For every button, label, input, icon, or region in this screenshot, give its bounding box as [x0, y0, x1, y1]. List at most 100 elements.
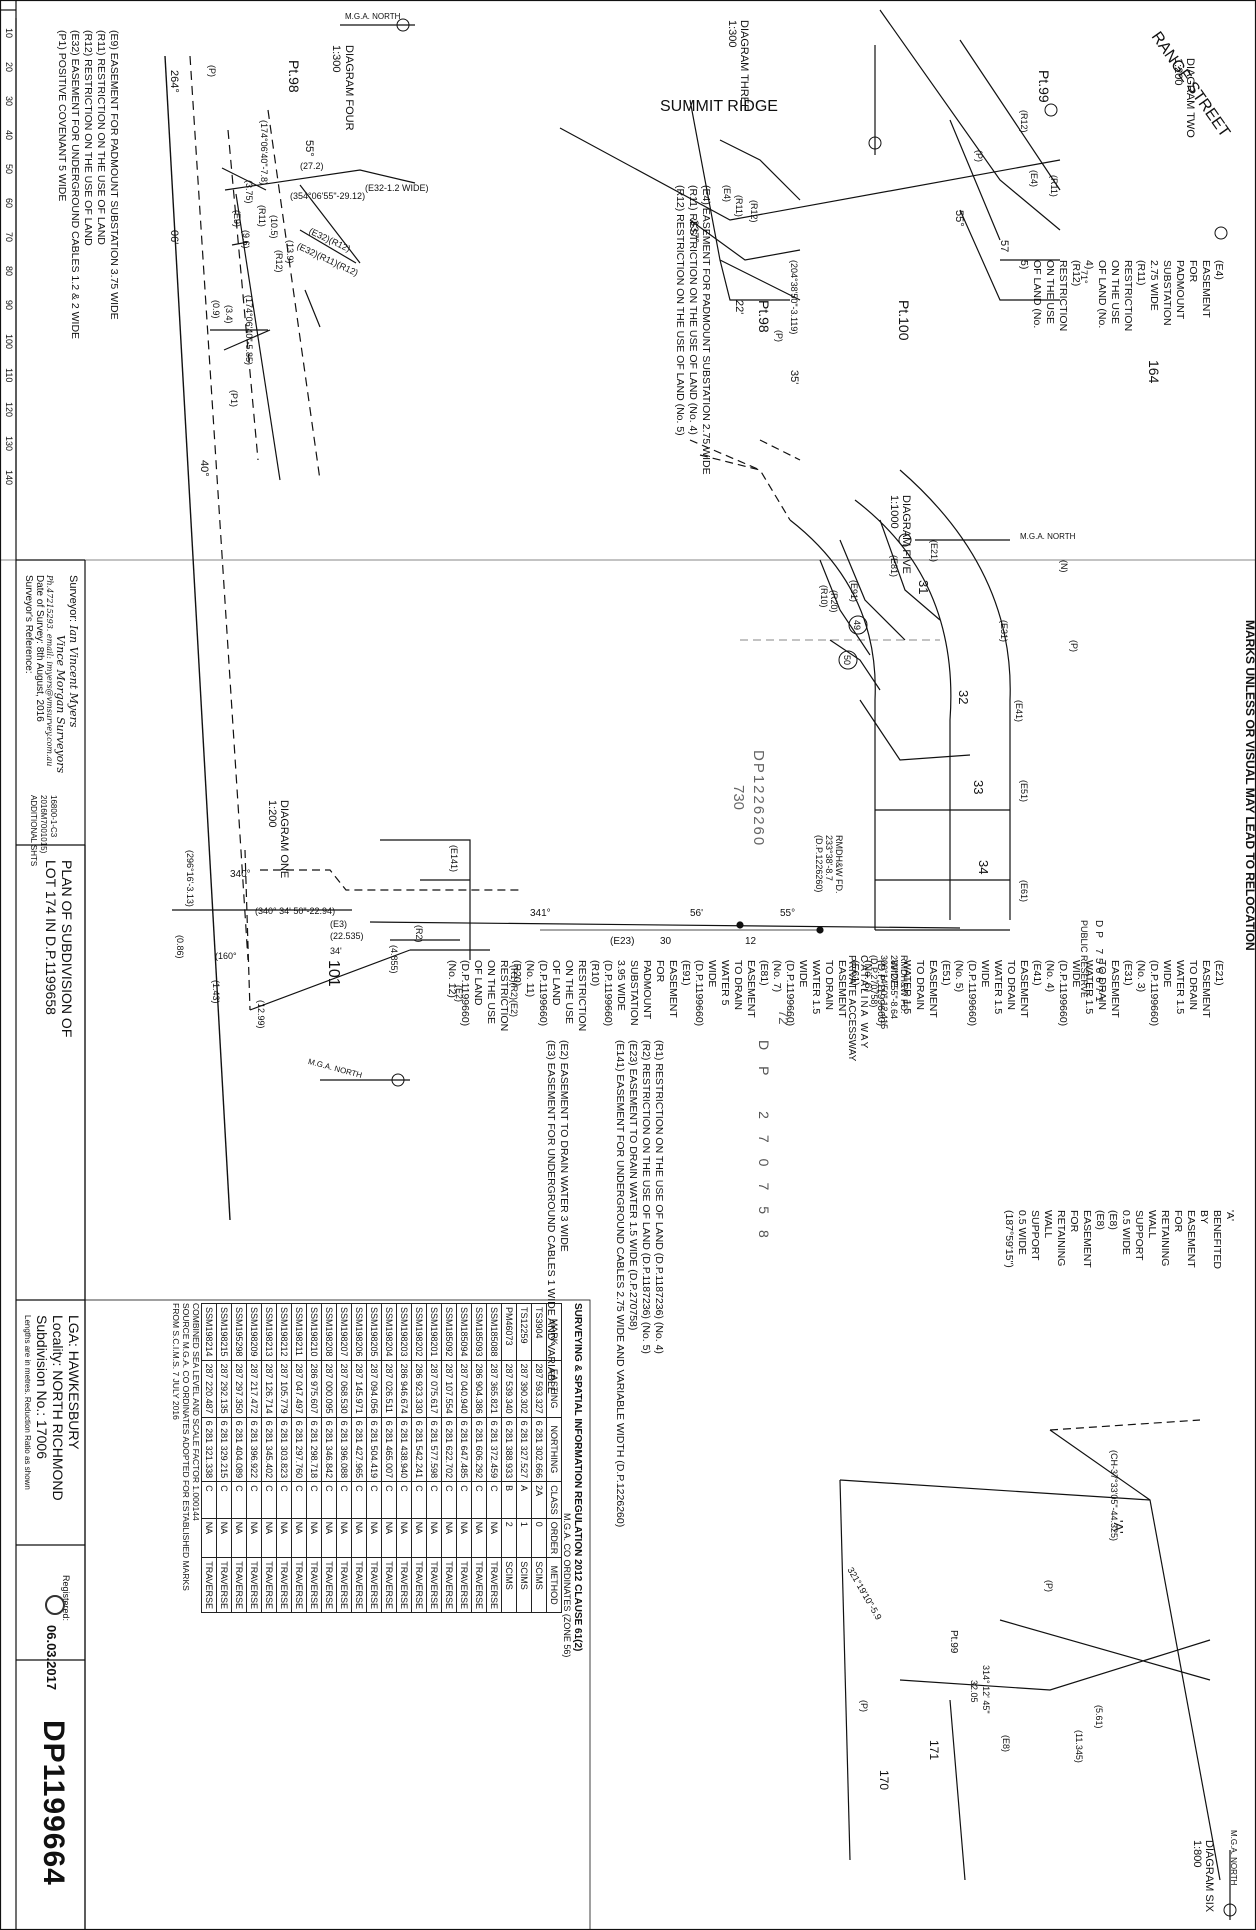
note: (R2) RESTRICTION ON THE USE OF LAND (D.P…	[640, 1040, 652, 1354]
table-cell: NA	[216, 1518, 232, 1558]
table-cell: SSM198205	[366, 1303, 382, 1361]
survey-table-heading: SURVEYING & SPATIAL INFORMATION REGULATI…	[572, 1303, 583, 1652]
street-summit-ridge: SUMMIT RIDGE	[660, 98, 778, 115]
table-cell: NA	[321, 1518, 337, 1558]
d3-r11: (R11)	[734, 195, 744, 217]
scale-tick-label: 30	[4, 96, 14, 107]
table-cell: 6 281 396.088	[336, 1417, 352, 1482]
table-cell: C	[351, 1481, 367, 1519]
table-cell: SSM198213	[261, 1303, 277, 1361]
table-cell: NA	[471, 1518, 487, 1558]
d1-34: 34'	[330, 946, 342, 956]
table-cell: 286 975.607	[306, 1360, 322, 1418]
dim-d4-1: (174°06'40"-7.8)	[259, 120, 269, 186]
table-cell: TRAVERSE	[336, 1557, 352, 1613]
table-cell: C	[381, 1481, 397, 1519]
table-cell: 6 281 303.823	[276, 1417, 292, 1482]
table-cell: C	[246, 1481, 262, 1519]
col-easting: EASTING	[546, 1360, 562, 1418]
d1-e2: (E2)	[454, 985, 464, 1003]
dim-40: 40°	[198, 460, 210, 477]
table-cell: 287 390.302	[516, 1360, 532, 1418]
d3-35: 35'	[788, 370, 800, 385]
note: (E31) EASEMENT TO DRAIN WATER 1.5 WIDE (…	[1044, 960, 1134, 1027]
diagram-six-label: DIAGRAM SIX	[1203, 1840, 1215, 1913]
notes-diagram-three: (E4) EASEMENT FOR PADMOUNT SUBSTATION 2.…	[673, 185, 712, 475]
table-cell: SCIMS	[531, 1557, 547, 1613]
table-cell: NA	[276, 1518, 292, 1558]
seal-icon	[45, 1595, 65, 1615]
table-cell: NA	[246, 1518, 262, 1558]
table-cell: 287 047.497	[291, 1360, 307, 1418]
table-cell: 6 281 577.598	[426, 1417, 442, 1482]
d2-r12: (R12)	[1019, 110, 1029, 133]
d6-p2: (P)	[859, 1700, 869, 1712]
dim-d4-3.4: (3.4)	[224, 305, 234, 324]
table-cell: TRAVERSE	[426, 1557, 442, 1613]
table-cell: C	[426, 1481, 442, 1519]
table-cell: NA	[231, 1518, 247, 1558]
note: (R12) RESTRICTION ON THE USE OF LAND (No…	[674, 185, 686, 436]
survey-table-subheading: M.G.A. CO ORDINATES (ZONE 56)	[562, 1513, 572, 1658]
mga-north-label: M.G.A. NORTH	[345, 12, 401, 21]
dp-72: 72	[776, 1010, 791, 1025]
note: (R10) RESTRICTION ON THE USE OF LAND (D.…	[524, 960, 601, 1032]
note: (E81) EASEMENT TO DRAIN WATER 5 WIDE (D.…	[693, 960, 770, 1027]
d2-p: (P)	[974, 150, 984, 162]
mga-north-d6: M.G.A. NORTH	[1229, 1830, 1238, 1886]
d5-31: 31	[916, 580, 931, 595]
lot-pt99-d6: Pt.99	[948, 1630, 959, 1654]
table-cell: TRAVERSE	[291, 1557, 307, 1613]
lot-101: 101	[325, 960, 342, 987]
table-cell: 6 281 404.089	[231, 1417, 247, 1482]
table-cell: SCIMS	[516, 1557, 532, 1613]
table-cell: 6 281 396.922	[246, 1417, 262, 1482]
table-cell: 287 105.779	[276, 1360, 292, 1418]
table-cell: 287 075.617	[426, 1360, 442, 1418]
table-cell: NA	[306, 1518, 322, 1558]
rmd-3: (D.P.1226260)	[814, 835, 824, 893]
col-method: METHOD	[546, 1557, 562, 1613]
table-cell: 287 068.530	[336, 1360, 352, 1418]
table-cell: NA	[381, 1518, 397, 1558]
lot-pt98-d3: Pt.98	[756, 300, 772, 333]
table-cell: SSM198211	[291, 1303, 307, 1361]
d3-r12: (R12)	[749, 200, 759, 223]
dim-d4-p1: (P1)	[229, 390, 239, 408]
table-cell: 286 923.330	[411, 1360, 427, 1418]
dim-d4-e32: (E32-1.2 WIDE)	[365, 183, 429, 193]
dp-270758: DP 270758	[756, 1040, 772, 1254]
table-cell: TRAVERSE	[201, 1557, 217, 1613]
note: (R11) RESTRICTION ON THE USE OF LAND	[95, 30, 107, 245]
d6-e8: (E8)	[1001, 1735, 1011, 1753]
table-cell: 2	[501, 1518, 517, 1558]
d1-341: 341°	[530, 908, 551, 919]
surveyor-label: Surveyor:	[67, 575, 79, 623]
table-cell: NA	[441, 1518, 457, 1558]
street-catalina: CATALINA WAY	[858, 955, 869, 1051]
table-cell: NA	[456, 1518, 472, 1558]
table-cell: 6 281 345.402	[261, 1417, 277, 1482]
note: (E91) EASEMENT FOR PADMOUNT SUBSTATION 3…	[602, 960, 692, 1027]
d1-r2: (R2)	[414, 925, 424, 943]
table-cell: C	[471, 1481, 487, 1519]
col-mark: MARK	[546, 1303, 562, 1361]
table-cell: TRAVERSE	[381, 1557, 397, 1613]
table-cell: NA	[486, 1518, 502, 1558]
table-cell: 287 040.940	[456, 1360, 472, 1418]
subdivision-no: Subdivision No.: 17006	[34, 1315, 50, 1459]
table-cell: 6 281 346.842	[321, 1417, 337, 1482]
plan-title-1: PLAN OF SUBDIVISION OF	[59, 860, 75, 1038]
table-cell: B	[501, 1481, 517, 1519]
table-cell: C	[411, 1481, 427, 1519]
d1-30: 30	[660, 936, 672, 947]
d6-561: (5.61)	[1094, 1705, 1104, 1729]
dim-264: 264°	[168, 70, 180, 93]
diagram-four-label: DIAGRAM FOUR	[343, 45, 355, 131]
